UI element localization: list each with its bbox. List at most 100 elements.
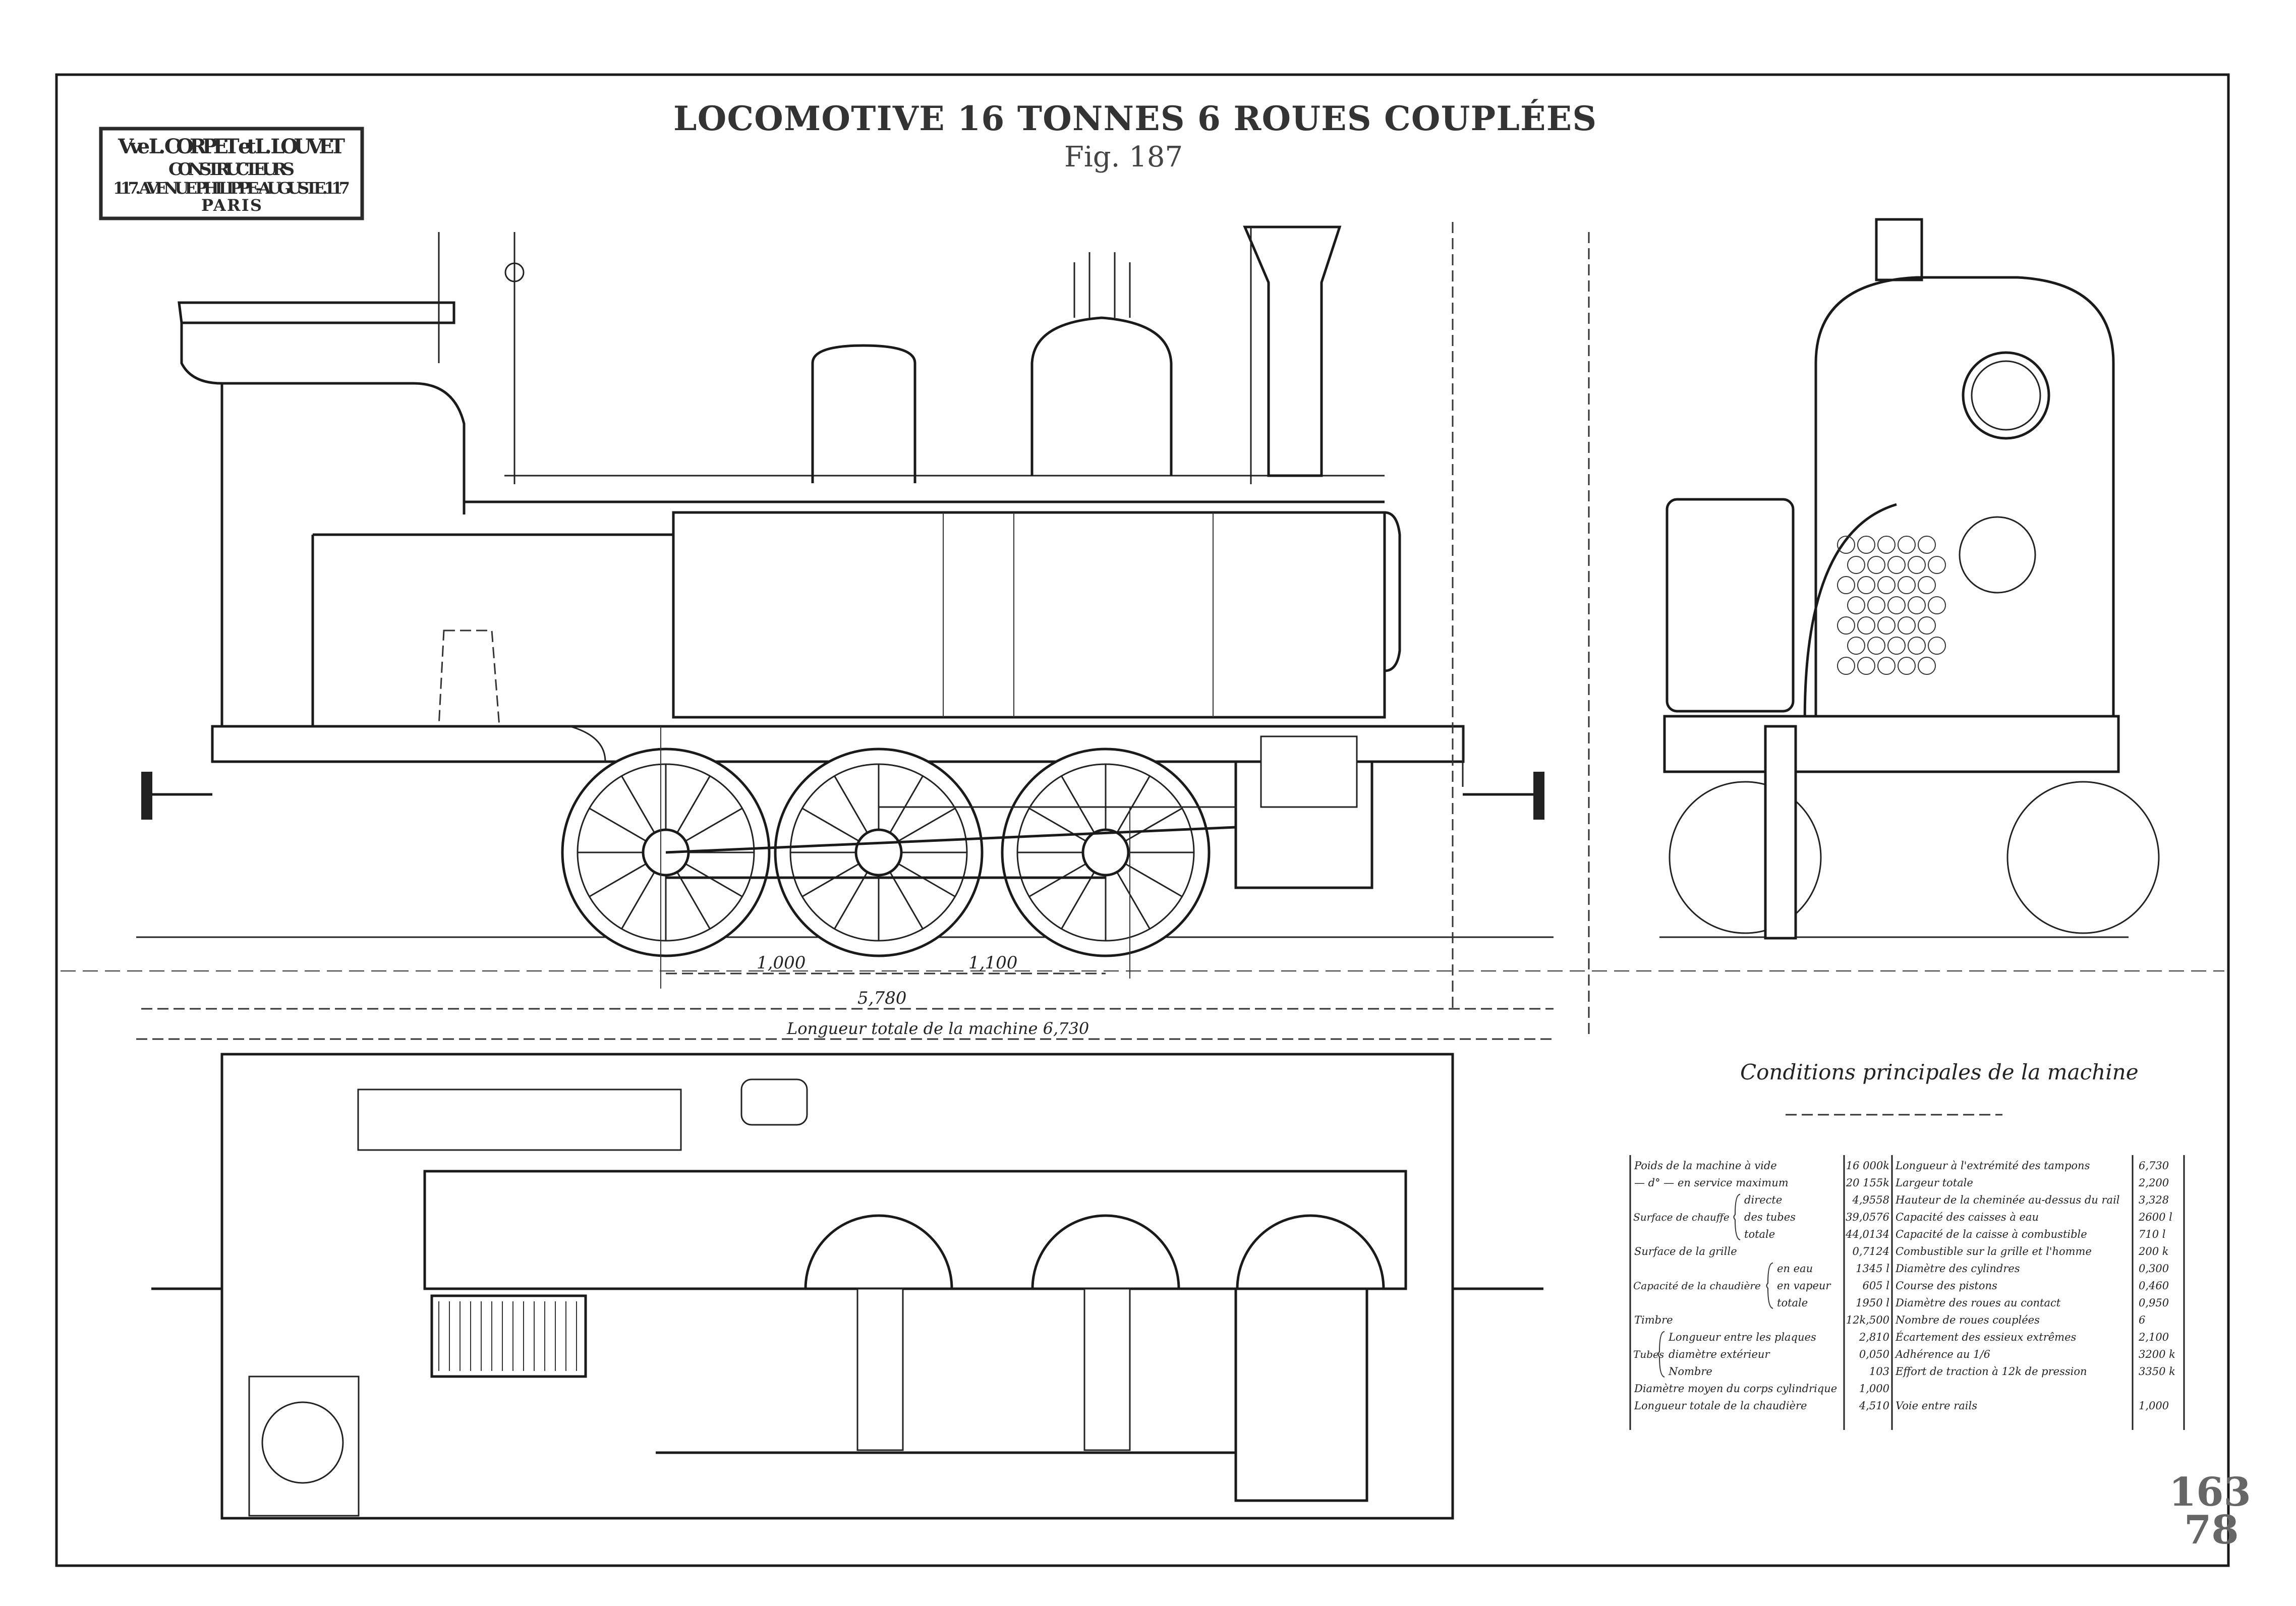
table-left-label: des tubes: [1744, 1211, 1796, 1223]
table-left-label: totale: [1744, 1228, 1775, 1240]
rear-buffer: [141, 772, 212, 820]
wheel-spoke: [1125, 808, 1183, 842]
table-left-label: totale: [1777, 1297, 1808, 1309]
side-elevation: 1,000 1,100 5,780 Longueur totale de la …: [61, 222, 2224, 1040]
boiler-tube: [1928, 637, 1946, 655]
wheel-hub: [1081, 828, 1130, 877]
wheel-spoke: [898, 863, 956, 897]
table-right-label: Diamètre des cylindres: [1895, 1263, 2020, 1275]
boiler-tube: [1877, 536, 1896, 554]
table-left-label: en eau: [1777, 1263, 1813, 1275]
table-right-value: 200 k: [2138, 1245, 2168, 1257]
boiler-tube: [1877, 657, 1896, 675]
driving-wheels: [561, 748, 1211, 957]
table-left-label: Nombre: [1668, 1365, 1712, 1378]
table-right-label: Combustible sur la grille et l'homme: [1896, 1245, 2092, 1257]
wheel-spoke: [1061, 775, 1095, 833]
boiler-tube: [1837, 616, 1855, 635]
smokebox-front: [1384, 511, 1401, 672]
table-right-value: 0,460: [2139, 1280, 2169, 1292]
boiler-tube: [1908, 596, 1926, 614]
front-chimney: [1875, 218, 1923, 281]
wheel-spoke: [889, 775, 924, 833]
cab-window: [1962, 351, 2050, 440]
wheel-spoke: [1061, 872, 1095, 930]
table-right-label: Longueur à l'extrémité des tampons: [1895, 1160, 2090, 1172]
table-left-label: Surface de la grille: [1634, 1245, 1737, 1257]
table-right-label: Effort de traction à 12k de pression: [1895, 1365, 2087, 1378]
table-left-value: 103: [1869, 1365, 1889, 1378]
stamp-line-4: PARIS: [201, 196, 262, 215]
boiler-tube: [1837, 576, 1855, 594]
plan-cylinders: [1234, 1287, 1368, 1502]
table-right-value: 3200 k: [2139, 1348, 2175, 1360]
tube-plate: [1837, 536, 1946, 675]
table-left-value: 0,7124: [1853, 1245, 1889, 1257]
connecting-rod: [665, 826, 1236, 854]
table-right-value: 710 l: [2139, 1228, 2165, 1240]
firebox-outline: [1803, 503, 1897, 757]
table-right-label: Diamètre des roues au contact: [1895, 1297, 2061, 1309]
table-right-value: 2600 l: [2138, 1211, 2172, 1223]
figure-number: Fig. 187: [1064, 141, 1183, 174]
boiler-tube: [1837, 657, 1855, 675]
wheel-spoke: [801, 808, 859, 842]
wheel-spoke: [898, 808, 956, 842]
front-elevation: [1659, 218, 2160, 940]
plan-sandbox: [740, 1078, 808, 1126]
front-water-tank: [1666, 498, 1795, 713]
table-title: Conditions principales de la machine: [1740, 1060, 2139, 1084]
table-left-value: 605 l: [1863, 1280, 1889, 1292]
table-right-value: 0,300: [2139, 1263, 2169, 1275]
boiler-tube: [1898, 657, 1916, 675]
main-frame: [211, 725, 1465, 763]
table-left-label: — d° — en service maximum: [1634, 1177, 1789, 1189]
table-left-value: 1345 l: [1856, 1263, 1889, 1275]
boiler-tube: [1857, 576, 1875, 594]
boiler-tube: [1898, 576, 1916, 594]
front-wheel-right: [2006, 781, 2160, 934]
boiler-tube: [1877, 576, 1896, 594]
boiler-tube: [1908, 637, 1926, 655]
plan-axle: [856, 1288, 904, 1451]
stamp-line-3: 117. AVENUE PHILIPPE-AUGUSTE.117: [113, 179, 350, 198]
wheel-spoke: [1116, 872, 1151, 930]
table-left-label: Longueur entre les plaques: [1668, 1331, 1816, 1343]
stamp-line-1: Vve L. CORPET et L. LOUVET: [118, 135, 345, 158]
wheel-spoke: [834, 872, 868, 930]
plan-grate-lines: [438, 1301, 577, 1371]
table-right-value: 1,000: [2139, 1400, 2169, 1412]
table-left-value: 0,050: [1859, 1348, 1889, 1360]
plan-firebox: [430, 1294, 587, 1378]
boiler-tube: [1847, 596, 1865, 614]
table-left-label: Timbre: [1634, 1314, 1673, 1326]
table-left-value: 12k,500: [1846, 1314, 1889, 1326]
front-buffer-beam: [1663, 715, 2120, 773]
boiler-tube: [1867, 556, 1885, 574]
wheel-spoke: [589, 863, 647, 897]
wheel-spoke: [676, 872, 711, 930]
cab-opening: [438, 629, 500, 727]
table-right-value: 6,730: [2139, 1160, 2169, 1172]
boiler-tube: [1928, 556, 1946, 574]
table-right-label: Adhérence au 1/6: [1895, 1348, 1990, 1360]
boiler-tube: [1857, 657, 1875, 675]
wheel-spoke: [676, 775, 711, 833]
conditions-table: Conditions principales de la machine Poi…: [1629, 1060, 2185, 1430]
cab-front-profile: [1814, 276, 2115, 716]
table-left-value: 20 155k: [1846, 1177, 1889, 1189]
drawing-title: LOCOMOTIVE 16 TONNES 6 ROUES COUPLÉES: [673, 99, 1596, 138]
table-left-value: 2,810: [1859, 1331, 1889, 1343]
wheel-spoke: [685, 863, 743, 897]
boiler-tube: [1857, 616, 1875, 635]
maker-stamp: Vve L. CORPET et L. LOUVET CONSTRUCTEURS…: [99, 127, 364, 220]
wheel-spoke: [1028, 808, 1086, 842]
handwheel-icon: [1959, 516, 2036, 594]
boiler-tube: [1887, 556, 1906, 574]
wheel-spoke: [801, 863, 859, 897]
wheel-spoke: [685, 808, 743, 842]
page-number-bottom: 78: [2184, 1507, 2239, 1553]
table-left-label: directe: [1744, 1194, 1782, 1206]
table-left-value: 44,0134: [1845, 1228, 1889, 1240]
table-left-value: 1950 l: [1856, 1297, 1889, 1309]
